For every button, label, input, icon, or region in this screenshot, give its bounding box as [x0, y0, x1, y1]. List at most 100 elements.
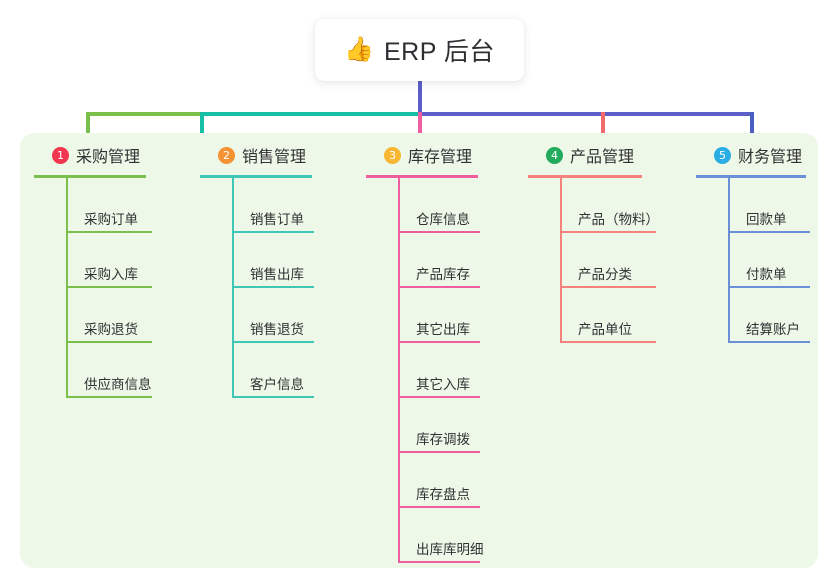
branch-item-list-2: 销售订单销售出库销售退货客户信息: [232, 178, 314, 398]
bus-segment-blue: [420, 112, 754, 116]
bus-segment-green: [86, 112, 203, 116]
branch-underline-3: [366, 175, 478, 178]
list-item[interactable]: 其它入库: [398, 343, 484, 398]
list-item[interactable]: 产品（物料）: [560, 178, 659, 233]
list-item-underline: [66, 341, 152, 343]
list-item[interactable]: 销售退货: [232, 288, 314, 343]
branch-item-list-4: 产品（物料） 产品分类产品单位: [560, 178, 659, 343]
list-item-label: 产品单位: [578, 322, 632, 337]
list-item-underline: [398, 286, 480, 288]
list-item-underline: [66, 231, 152, 233]
branch-title-3: 库存管理: [408, 149, 473, 166]
list-item[interactable]: 采购退货: [66, 288, 152, 343]
branch-title-4: 产品管理: [570, 149, 635, 166]
list-item-label: 销售退货: [250, 322, 304, 337]
branch-header-3[interactable]: 3 库存管理: [366, 142, 484, 168]
list-item[interactable]: 产品单位: [560, 288, 659, 343]
list-item-label: 其它出库: [416, 322, 470, 337]
list-item[interactable]: 采购订单: [66, 178, 152, 233]
branch-title-5: 财务管理: [738, 149, 803, 166]
list-item-label: 产品分类: [578, 267, 632, 282]
list-item-underline: [232, 396, 314, 398]
mindmap-panel: [20, 133, 818, 568]
list-item-underline: [232, 231, 314, 233]
drop-connector-4: [601, 112, 605, 137]
list-item[interactable]: 回款单: [728, 178, 810, 233]
branch-header-2[interactable]: 2 销售管理: [200, 142, 312, 168]
list-item[interactable]: 库存调拨: [398, 398, 484, 453]
branch-underline-2: [200, 175, 312, 178]
list-item-label: 供应商信息: [84, 377, 152, 392]
list-item-label: 销售订单: [250, 212, 304, 227]
branch-badge-2: 2: [218, 146, 235, 164]
list-item-label: 出库库明细: [416, 542, 484, 557]
list-item-underline: [398, 561, 480, 563]
bus-segment-teal: [203, 112, 420, 116]
drop-connector-1: [86, 112, 90, 137]
branch-badge-1: 1: [52, 146, 69, 164]
branch-badge-5: 5: [714, 146, 731, 164]
branch-trunk-1: [66, 178, 68, 398]
list-item-label: 销售出库: [250, 267, 304, 282]
branch-header-4[interactable]: 4 产品管理: [528, 142, 659, 168]
root-stem-connector: [418, 79, 422, 114]
branch-column-3: 3 库存管理仓库信息产品库存其它出库其它入库库存调拨库存盘点出库库明细: [366, 142, 484, 563]
branch-column-4: 4 产品管理产品（物料） 产品分类产品单位: [528, 142, 659, 343]
list-item-label: 仓库信息: [416, 212, 470, 227]
branch-title-2: 销售管理: [242, 149, 307, 166]
list-item-underline: [560, 341, 656, 343]
branch-trunk-4: [560, 178, 562, 343]
branch-column-5: 5 财务管理回款单付款单结算账户: [696, 142, 810, 343]
list-item-label: 采购订单: [84, 212, 138, 227]
list-item-underline: [728, 231, 810, 233]
list-item-label: 采购入库: [84, 267, 138, 282]
branch-trunk-3: [398, 178, 400, 563]
list-item[interactable]: 付款单: [728, 233, 810, 288]
list-item[interactable]: 结算账户: [728, 288, 810, 343]
branch-item-list-1: 采购订单采购入库采购退货供应商信息: [66, 178, 152, 398]
drop-connector-3: [418, 112, 422, 137]
branch-column-2: 2 销售管理销售订单销售出库销售退货客户信息: [200, 142, 314, 398]
list-item[interactable]: 采购入库: [66, 233, 152, 288]
list-item-underline: [398, 396, 480, 398]
list-item[interactable]: 产品库存: [398, 233, 484, 288]
branch-underline-4: [528, 175, 642, 178]
branch-trunk-5: [728, 178, 730, 343]
list-item-underline: [232, 341, 314, 343]
branch-badge-3: 3: [384, 146, 401, 164]
list-item-underline: [398, 506, 480, 508]
list-item[interactable]: 仓库信息: [398, 178, 484, 233]
list-item-label: 库存盘点: [416, 487, 470, 502]
list-item[interactable]: 销售出库: [232, 233, 314, 288]
list-item[interactable]: 供应商信息: [66, 343, 152, 398]
list-item[interactable]: 销售订单: [232, 178, 314, 233]
page-title: ERP 后台: [383, 38, 495, 66]
list-item[interactable]: 出库库明细: [398, 508, 484, 563]
branch-trunk-2: [232, 178, 234, 398]
list-item-underline: [398, 231, 480, 233]
list-item-label: 付款单: [746, 267, 787, 282]
list-item[interactable]: 其它出库: [398, 288, 484, 343]
branch-underline-1: [34, 175, 146, 178]
drop-connector-5: [750, 112, 754, 137]
thumbs-up-icon: 👍: [344, 36, 374, 63]
list-item-underline: [560, 286, 656, 288]
list-item-label: 回款单: [746, 212, 787, 227]
list-item[interactable]: 客户信息: [232, 343, 314, 398]
list-item-underline: [232, 286, 314, 288]
list-item-underline: [398, 341, 480, 343]
list-item-underline: [728, 341, 810, 343]
branch-item-list-3: 仓库信息产品库存其它出库其它入库库存调拨库存盘点出库库明细: [398, 178, 484, 563]
root-node-card[interactable]: 👍 ERP 后台: [315, 19, 524, 81]
branch-header-5[interactable]: 5 财务管理: [696, 142, 806, 168]
list-item-label: 库存调拨: [416, 432, 470, 447]
branch-item-list-5: 回款单付款单结算账户: [728, 178, 810, 343]
branch-badge-4: 4: [546, 146, 563, 164]
list-item-underline: [398, 451, 480, 453]
list-item-label: 采购退货: [84, 322, 138, 337]
list-item[interactable]: 产品分类: [560, 233, 659, 288]
list-item[interactable]: 库存盘点: [398, 453, 484, 508]
list-item-label: 产品（物料）: [578, 212, 659, 227]
